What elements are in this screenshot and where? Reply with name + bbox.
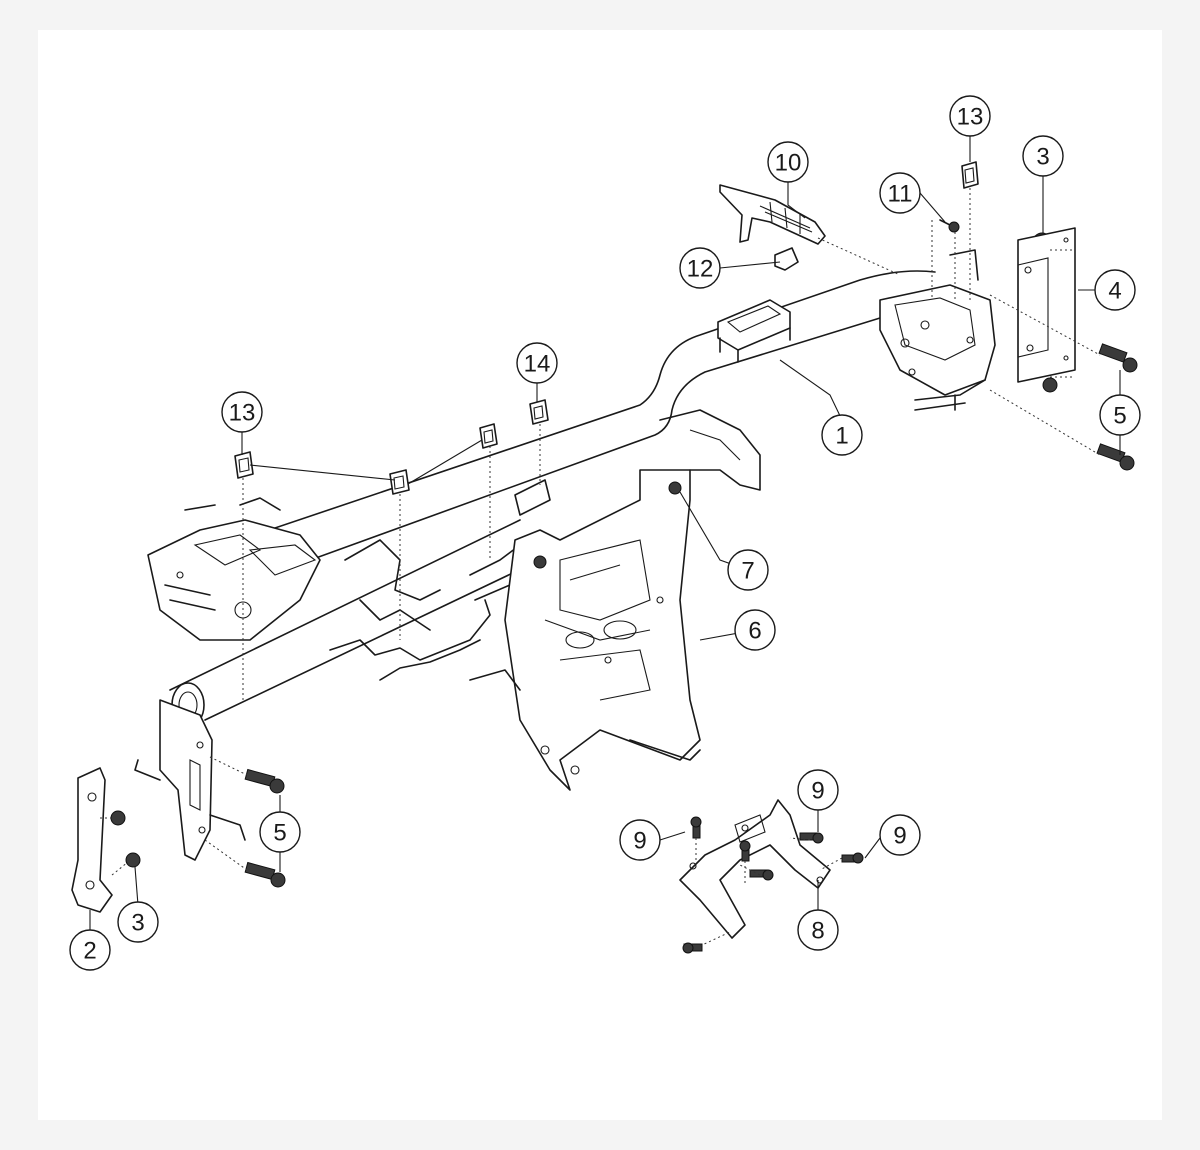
bolt-left-upper bbox=[244, 768, 285, 794]
clip-13-right bbox=[961, 161, 979, 189]
callout-circle bbox=[767, 141, 809, 183]
callout-number: 5 bbox=[273, 820, 286, 847]
callout-circle bbox=[879, 814, 921, 856]
callout-c6: 6 bbox=[734, 609, 776, 651]
callout-circle bbox=[259, 811, 301, 853]
callout-number: 5 bbox=[1113, 403, 1126, 430]
callout-number: 9 bbox=[811, 778, 824, 805]
callout-number: 13 bbox=[229, 400, 256, 427]
callout-c5a: 5 bbox=[1099, 394, 1141, 436]
cross-car-beam bbox=[134, 249, 996, 861]
callout-c14: 14 bbox=[516, 342, 558, 384]
callout-circle bbox=[69, 929, 111, 971]
clip-14 bbox=[529, 399, 549, 425]
callout-number: 3 bbox=[1036, 144, 1049, 171]
callout-circle bbox=[797, 909, 839, 951]
callout-circle bbox=[727, 549, 769, 591]
callout-circle bbox=[821, 414, 863, 456]
left-side-bracket bbox=[71, 767, 113, 913]
right-side-bracket bbox=[1017, 227, 1076, 383]
assembly-lines bbox=[100, 188, 1101, 947]
center-support-brace bbox=[469, 409, 761, 791]
callout-number: 9 bbox=[633, 828, 646, 855]
callout-circle bbox=[1099, 394, 1141, 436]
callout-c10: 10 bbox=[767, 141, 809, 183]
fasteners bbox=[110, 219, 1138, 888]
callout-circle bbox=[221, 391, 263, 433]
callout-c4: 4 bbox=[1094, 269, 1136, 311]
clips bbox=[234, 161, 979, 495]
grab-handle bbox=[719, 184, 826, 271]
callout-c5b: 5 bbox=[259, 811, 301, 853]
callout-c13b: 13 bbox=[949, 95, 991, 137]
callout-number: 8 bbox=[811, 918, 824, 945]
callout-c11: 11 bbox=[879, 172, 921, 214]
callout-c2: 2 bbox=[69, 929, 111, 971]
callout-number: 10 bbox=[775, 150, 802, 177]
bolt-9f bbox=[682, 942, 703, 954]
callout-c12: 12 bbox=[679, 247, 721, 289]
callout-circle bbox=[1022, 135, 1064, 177]
bolt-left-lower bbox=[244, 861, 286, 888]
callout-number: 11 bbox=[888, 181, 913, 208]
callout-number: 7 bbox=[741, 558, 754, 585]
callout-circle bbox=[516, 342, 558, 384]
bolt-9c bbox=[799, 832, 824, 844]
callout-circle bbox=[619, 819, 661, 861]
callout-c7: 7 bbox=[727, 549, 769, 591]
callout-circle bbox=[679, 247, 721, 289]
callout-circle bbox=[117, 901, 159, 943]
callout-c9c: 9 bbox=[879, 814, 921, 856]
bolt-9d bbox=[841, 852, 864, 864]
bolt-right-lower bbox=[1096, 443, 1135, 471]
callout-c13a: 13 bbox=[221, 391, 263, 433]
callout-circle bbox=[797, 769, 839, 811]
callout-c9a: 9 bbox=[619, 819, 661, 861]
bolt-right-upper bbox=[1098, 343, 1138, 373]
bolt-9b bbox=[739, 840, 751, 862]
callout-c3b: 3 bbox=[1022, 135, 1064, 177]
bolt-9e bbox=[749, 869, 774, 881]
callout-number: 12 bbox=[687, 256, 714, 283]
callout-circle bbox=[1094, 269, 1136, 311]
callout-number: 2 bbox=[83, 938, 96, 965]
callout-number: 14 bbox=[524, 351, 551, 378]
clip-13-center bbox=[479, 423, 498, 449]
callout-circle bbox=[734, 609, 776, 651]
callout-c1: 1 bbox=[821, 414, 863, 456]
callout-number: 4 bbox=[1108, 278, 1121, 305]
callout-c9b: 9 bbox=[797, 769, 839, 811]
callout-c8: 8 bbox=[797, 909, 839, 951]
callout-c3a: 3 bbox=[117, 901, 159, 943]
callout-circle bbox=[879, 172, 921, 214]
callout-number: 13 bbox=[957, 104, 984, 131]
callout-number: 1 bbox=[835, 423, 848, 450]
callout-number: 3 bbox=[131, 910, 144, 937]
bolt-9a bbox=[690, 816, 702, 839]
callout-number: 9 bbox=[893, 823, 906, 850]
callout-circle bbox=[949, 95, 991, 137]
callout-number: 6 bbox=[748, 618, 761, 645]
clip-13-left bbox=[234, 451, 254, 479]
clip-13-mid bbox=[389, 469, 410, 495]
